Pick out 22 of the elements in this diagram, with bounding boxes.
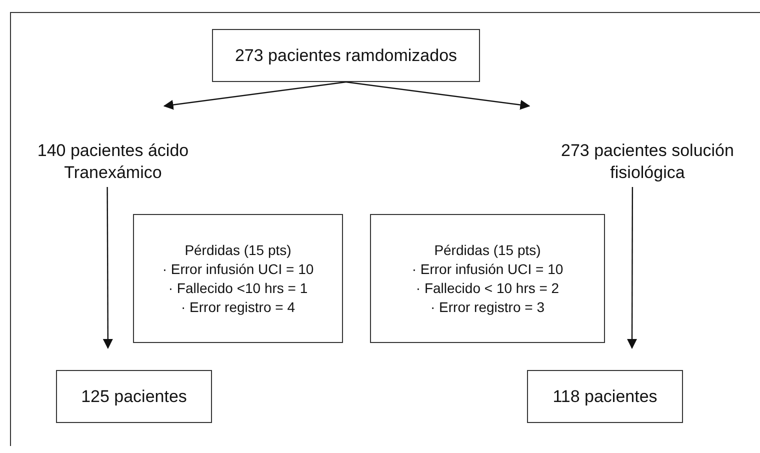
node-text: 118 pacientes — [552, 386, 658, 408]
box-heading: Pérdidas (15 pts) — [434, 240, 541, 260]
node-text: 125 pacientes — [81, 386, 187, 408]
process-box — [212, 29, 480, 82]
process-box — [56, 370, 212, 423]
loss-item: · Fallecido <10 hrs = 1 — [168, 278, 308, 298]
box-heading: Pérdidas (15 pts) — [184, 240, 292, 260]
node-text: 273 pacientes solución fisiológica — [560, 140, 735, 184]
process-box — [527, 370, 683, 423]
arrow — [627, 187, 638, 349]
loss-item: · Fallecido < 10 hrs = 2 — [416, 278, 560, 298]
losses-box — [133, 214, 343, 343]
loss-item: · Error registro = 3 — [430, 298, 544, 316]
node-text: 140 pacientes ácido Tranexámico — [36, 140, 190, 184]
losses-box — [370, 214, 605, 343]
arrow — [102, 187, 113, 349]
loss-item: · Error infusión UCI = 10 — [162, 260, 314, 278]
arrow — [163, 81, 346, 110]
node-text: 273 pacientes ramdomizados — [234, 44, 458, 66]
arrow — [346, 81, 530, 110]
loss-item: · Error infusión UCI = 10 — [412, 260, 564, 278]
loss-item: · Error registro = 4 — [181, 298, 295, 316]
